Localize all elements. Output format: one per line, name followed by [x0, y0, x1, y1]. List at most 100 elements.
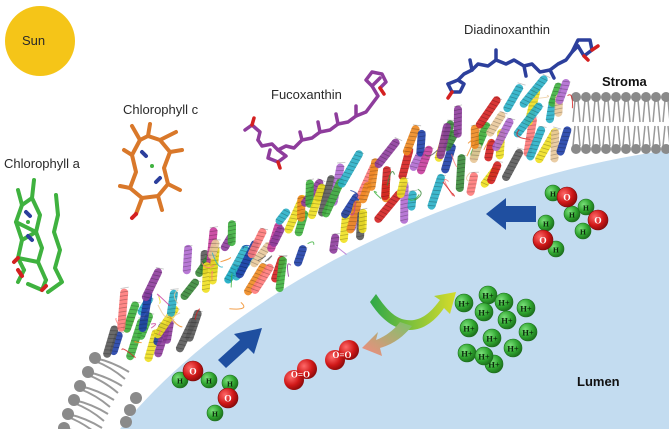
helix-turn	[389, 143, 398, 148]
helix-turn	[131, 340, 140, 342]
helix-turn	[154, 352, 163, 354]
helix-turn	[492, 145, 501, 149]
helix-turn	[519, 101, 528, 106]
helix-turn	[521, 121, 530, 127]
helix-turn	[398, 185, 407, 187]
helix-turn	[287, 221, 296, 224]
helix-turn	[202, 271, 211, 275]
helix-turn	[526, 115, 534, 120]
helix-turn	[106, 341, 115, 343]
helix-turn	[453, 120, 462, 124]
lipid-tail	[612, 125, 616, 147]
helix-turn	[132, 301, 141, 304]
coil-strand	[173, 289, 179, 304]
helix-turn	[341, 175, 350, 179]
helix-turn	[250, 288, 260, 292]
helix-turn	[453, 116, 462, 120]
alpha-helix	[556, 126, 572, 156]
helix-body	[374, 138, 400, 169]
helix-turn	[387, 146, 395, 151]
helix-turn	[507, 165, 516, 168]
helix-turn	[428, 201, 438, 203]
oxygen-atom: O	[217, 387, 239, 409]
helix-turn	[130, 305, 140, 307]
helix-turn	[347, 224, 356, 226]
lipid-head	[571, 92, 581, 102]
helix-turn	[408, 189, 418, 192]
helix-turn	[470, 171, 479, 173]
lipid-tail	[582, 99, 586, 123]
helix-turn	[529, 89, 538, 94]
helix-turn	[513, 89, 522, 93]
helix-turn	[294, 231, 303, 233]
helix-turn	[486, 130, 495, 135]
atom-label: H	[177, 377, 183, 386]
helix-turn	[317, 178, 326, 183]
helix-turn	[457, 158, 466, 162]
coil-strand	[220, 256, 231, 263]
hydrogen-atom: H	[200, 371, 218, 389]
helix-turn	[437, 174, 446, 177]
helix-turn	[499, 110, 508, 115]
helix-turn	[554, 103, 563, 107]
atom-sphere	[206, 404, 224, 422]
lipid-tail	[572, 125, 576, 147]
helix-turn	[187, 329, 197, 331]
helix-turn	[307, 214, 317, 216]
helix-turn	[358, 215, 368, 219]
alpha-helix	[374, 137, 403, 169]
helix-turn	[209, 234, 218, 237]
helix-turn	[337, 182, 346, 186]
helix-turn	[453, 104, 463, 108]
helix-turn	[382, 167, 392, 170]
helix-turn	[455, 182, 465, 186]
helix-turn	[119, 298, 128, 301]
helix-turn	[337, 162, 346, 164]
helix-turn	[128, 312, 137, 315]
helix-turn	[141, 311, 150, 313]
helix-turn	[353, 154, 362, 158]
helix-turn	[334, 173, 344, 176]
helix-turn	[511, 92, 520, 96]
atom-label: O	[539, 237, 546, 247]
lipid-tail	[597, 99, 601, 123]
atom-label: O	[594, 217, 601, 227]
helix-turn	[162, 319, 171, 323]
helix-turn	[491, 99, 500, 104]
helix-turn	[247, 252, 256, 256]
helix-body	[339, 209, 351, 243]
helix-turn	[542, 73, 551, 79]
helix-turn	[416, 147, 425, 150]
alpha-helix	[427, 173, 446, 210]
helix-turn	[466, 191, 475, 193]
o2-label: O=O	[332, 350, 351, 360]
helix-turn	[237, 269, 246, 272]
helix-turn	[295, 227, 304, 230]
helix-turn	[255, 281, 264, 285]
proton-icon: H+	[482, 328, 502, 348]
helix-turn	[547, 110, 556, 112]
helix-turn	[527, 151, 536, 154]
helix-turn	[253, 284, 262, 289]
atom-label: H+	[501, 316, 513, 326]
helix-turn	[438, 146, 447, 148]
helix-turn	[180, 293, 189, 299]
helix-turn	[182, 269, 191, 272]
alpha-helix	[329, 233, 340, 254]
alpha-helix	[117, 286, 129, 332]
proton-icon: H+	[478, 285, 498, 305]
lipid-tail	[602, 125, 606, 147]
coil-strand	[466, 140, 474, 157]
diadinoxanthin-label: Diadinoxanthin	[464, 22, 551, 37]
coil-strand	[286, 263, 292, 277]
lipid-head	[651, 92, 661, 102]
atom-sphere	[474, 346, 494, 366]
helix-turn	[186, 333, 195, 335]
helix-turn	[554, 107, 563, 111]
alpha-helix	[185, 309, 203, 342]
helix-turn	[224, 277, 233, 282]
atom-sphere	[497, 310, 517, 330]
helix-turn	[532, 140, 541, 143]
helix-body	[486, 111, 506, 137]
